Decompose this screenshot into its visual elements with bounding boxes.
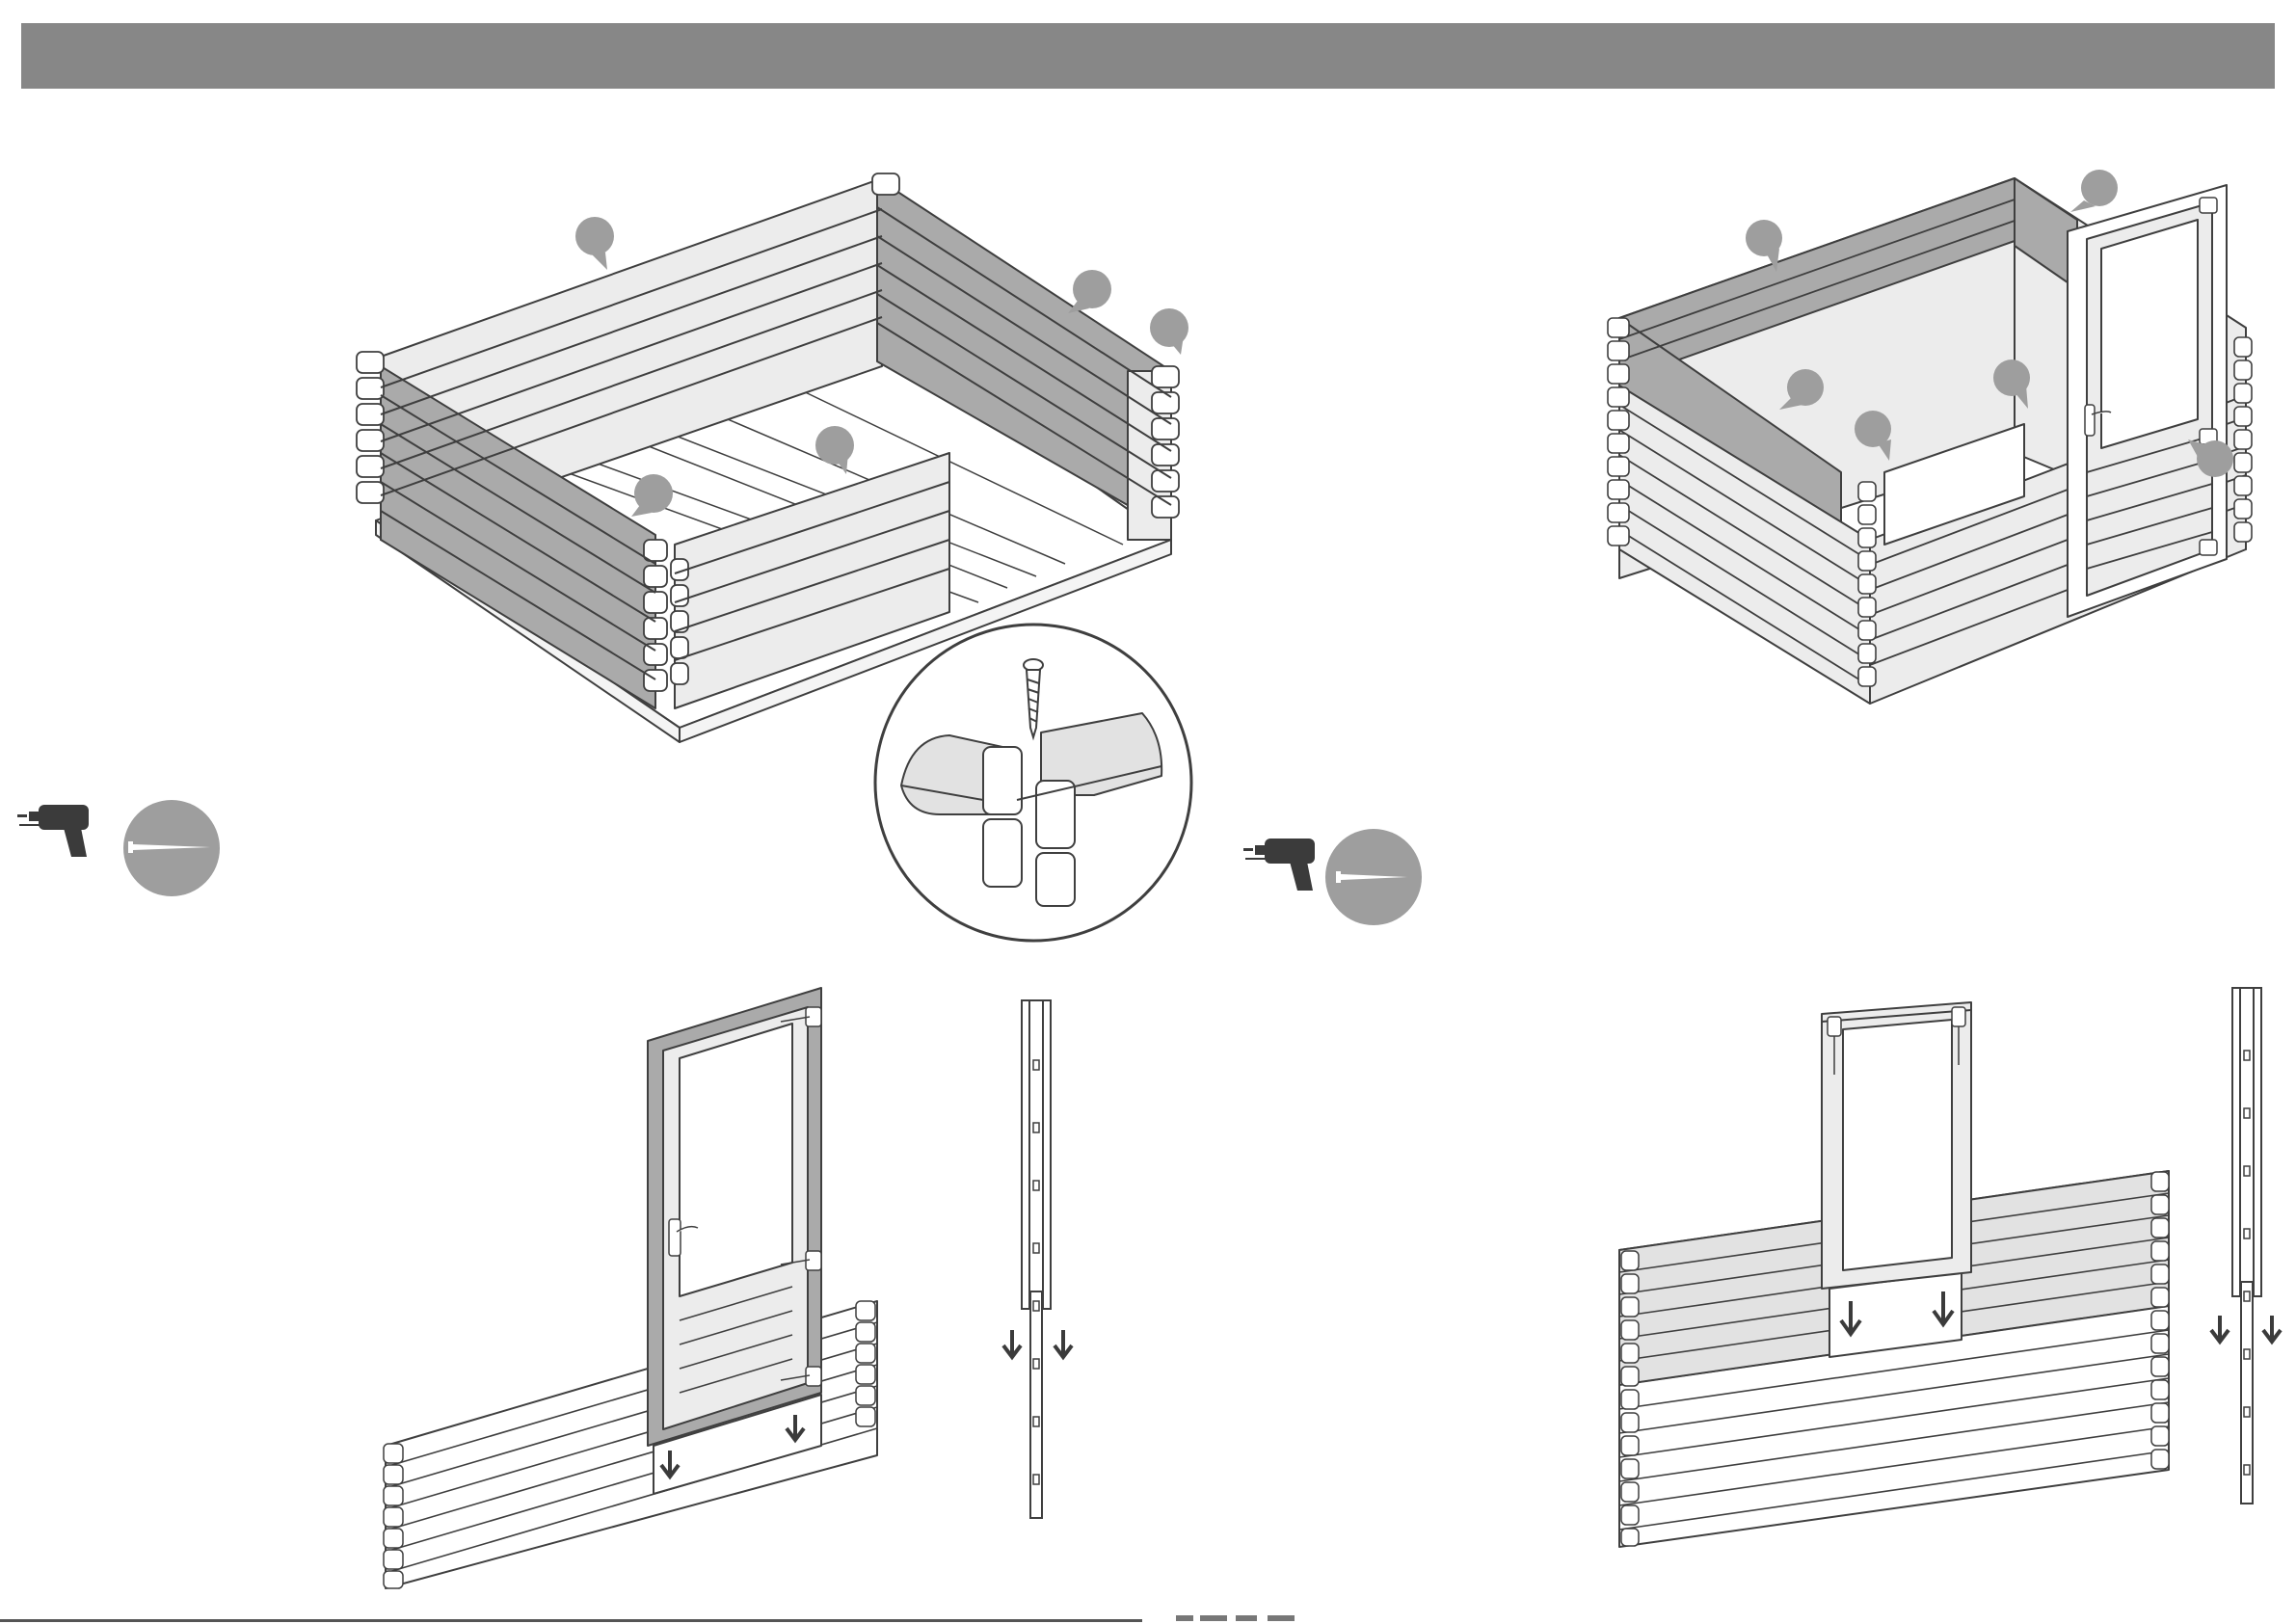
footer-mark bbox=[1268, 1615, 1295, 1621]
header-bar bbox=[21, 23, 2275, 89]
step-window-install bbox=[1610, 998, 2188, 1557]
footer-mark bbox=[1176, 1615, 1193, 1621]
step-door-rail bbox=[983, 993, 1089, 1523]
step-door-install bbox=[376, 978, 896, 1595]
drill-icon bbox=[17, 805, 89, 857]
tool-callout-right bbox=[1243, 829, 1436, 935]
screw-detail-inset bbox=[872, 622, 1195, 945]
tool-callout-left bbox=[17, 795, 210, 901]
step-walls-door-frame bbox=[1590, 159, 2284, 718]
step-window-rail bbox=[2203, 983, 2289, 1513]
drill-icon bbox=[1243, 839, 1315, 891]
footer-mark bbox=[1200, 1615, 1227, 1621]
footer-mark bbox=[1236, 1615, 1257, 1621]
footer-rule bbox=[0, 1619, 1142, 1622]
